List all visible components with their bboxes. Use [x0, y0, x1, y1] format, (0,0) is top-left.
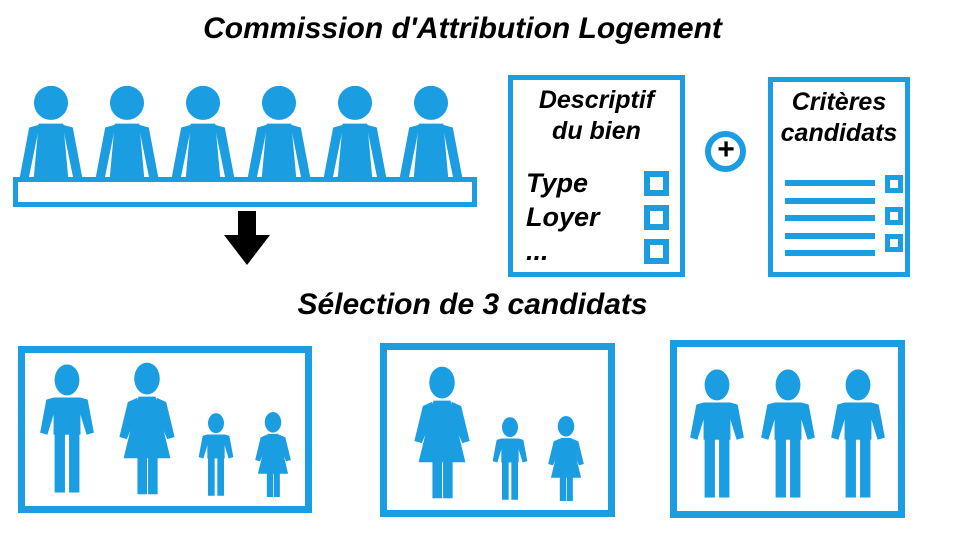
checkbox-icon: [644, 170, 669, 196]
candidate-box: [18, 346, 312, 513]
woman-icon: [113, 360, 181, 497]
girl-icon: [544, 416, 588, 501]
committee-member-icon: [15, 84, 87, 188]
committee-member-icon: [243, 84, 315, 188]
criteria-line-icon: [785, 198, 875, 204]
woman-icon: [408, 364, 476, 501]
committee-member-icon: [319, 84, 391, 188]
property-item-label: ...: [526, 235, 549, 266]
criteria-line-icon: [785, 215, 875, 221]
property-item-row: Loyer: [526, 202, 669, 232]
property-card-title-line1: Descriptif: [538, 86, 655, 114]
checkbox-icon: [885, 234, 903, 252]
plus-sign: +: [716, 132, 735, 166]
man-icon: [36, 360, 98, 497]
plus-circle-icon: +: [705, 131, 746, 172]
down-arrow-icon: [224, 211, 270, 265]
candidate-box: [380, 343, 615, 517]
property-card-title: Descriptif du bien: [513, 85, 680, 147]
man-icon: [757, 365, 819, 502]
diagram-title: Commission d'Attribution Logement: [203, 12, 722, 45]
checkbox-icon: [885, 175, 903, 193]
criteria-card-title-line1: Critères: [791, 88, 887, 116]
selection-subtitle: Sélection de 3 candidats: [297, 288, 648, 321]
man-icon: [686, 365, 748, 502]
commission-table: [13, 177, 477, 207]
property-item-row: Type: [526, 168, 669, 198]
property-card-title-line2: du bien: [552, 117, 641, 145]
property-item-row: ...: [526, 236, 669, 266]
criteria-line-icon: [785, 233, 875, 239]
candidate-box: [670, 340, 905, 518]
man-icon: [827, 365, 889, 502]
committee-member-icon: [395, 84, 467, 188]
checkbox-icon: [644, 204, 669, 230]
property-item-label: Loyer: [526, 201, 600, 232]
girl-icon: [251, 412, 295, 497]
criteria-line-icon: [785, 250, 875, 256]
checkbox-icon: [644, 238, 669, 264]
criteria-card: Critères candidats: [768, 77, 910, 277]
commission-members-row: [15, 84, 467, 188]
property-item-label: Type: [526, 167, 589, 198]
committee-member-icon: [91, 84, 163, 188]
committee-member-icon: [167, 84, 239, 188]
boy-icon: [490, 416, 530, 501]
criteria-card-title-line2: candidats: [780, 119, 898, 147]
checkbox-icon: [885, 207, 903, 225]
boy-icon: [196, 412, 236, 497]
criteria-line-icon: [785, 180, 875, 186]
criteria-card-title: Critères candidats: [773, 87, 905, 149]
